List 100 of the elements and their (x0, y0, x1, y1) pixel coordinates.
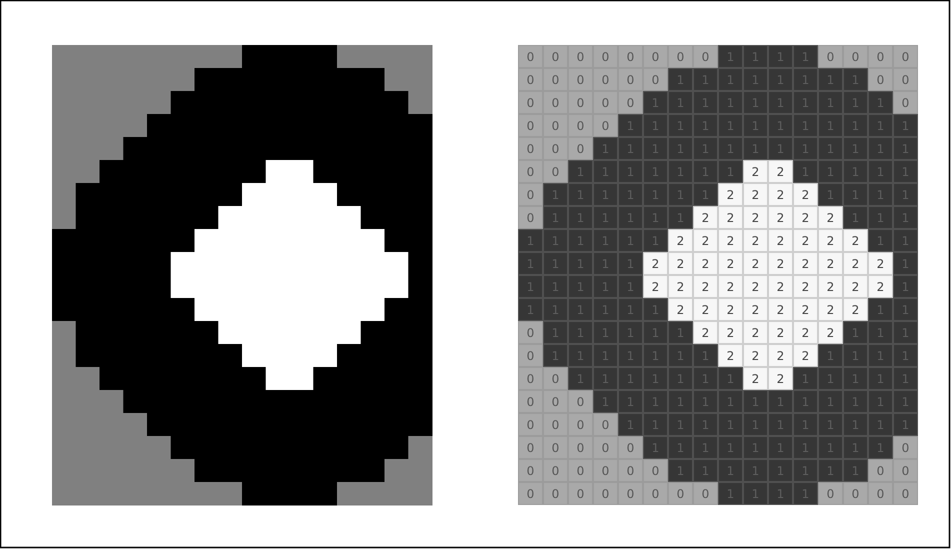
pixel-value: 2 (768, 183, 793, 206)
pixel-value: 2 (843, 275, 868, 298)
pixel-value: 2 (768, 252, 793, 275)
pixel-value: 2 (768, 160, 793, 183)
pixel-value: 2 (668, 252, 693, 275)
pixel-value: 2 (768, 367, 793, 390)
pixel-value: 2 (743, 344, 768, 367)
pixel-value: 2 (768, 298, 793, 321)
pixel-value: 0 (518, 344, 543, 367)
pixel-value: 0 (518, 482, 543, 505)
pixel-value: 0 (568, 436, 593, 459)
pixel-value: 0 (668, 482, 693, 505)
pixel-value: 0 (618, 91, 643, 114)
pixel-value: 0 (593, 413, 618, 436)
pixel-value: 0 (618, 482, 643, 505)
pixel-value: 2 (643, 252, 668, 275)
pixel-value: 0 (543, 114, 568, 137)
pixel-value: 0 (618, 436, 643, 459)
pixel-value: 0 (543, 160, 568, 183)
pixel-value: 0 (518, 183, 543, 206)
pixel-value: 0 (518, 367, 543, 390)
pixel-value: 0 (643, 482, 668, 505)
pixel-value: 0 (593, 459, 618, 482)
pixel-value: 0 (818, 482, 843, 505)
pixel-value: 2 (693, 252, 718, 275)
pixel-value: 2 (718, 344, 743, 367)
pixel-value: 0 (518, 68, 543, 91)
pixel-value: 2 (768, 321, 793, 344)
pixel-value: 0 (568, 45, 593, 68)
pixel-value: 0 (818, 45, 843, 68)
pixel-value: 0 (593, 91, 618, 114)
pixel-value: 2 (743, 160, 768, 183)
pixel-value: 2 (668, 229, 693, 252)
pixel-value: 0 (643, 68, 668, 91)
pixel-value: 0 (568, 68, 593, 91)
pixel-value: 2 (743, 275, 768, 298)
pixel-value: 0 (518, 459, 543, 482)
pixel-value: 2 (718, 321, 743, 344)
pixel-value: 0 (543, 367, 568, 390)
pixel-value: 0 (618, 68, 643, 91)
pixel-value: 2 (768, 344, 793, 367)
pixel-value: 2 (843, 229, 868, 252)
pixel-value: 0 (518, 321, 543, 344)
pixel-value: 2 (718, 298, 743, 321)
pixel-value: 2 (693, 206, 718, 229)
pixel-value: 0 (568, 413, 593, 436)
pixel-value: 2 (693, 275, 718, 298)
pixel-value: 0 (843, 45, 868, 68)
pixel-value: 2 (768, 206, 793, 229)
pixel-value: 0 (568, 482, 593, 505)
pixel-value: 2 (868, 275, 893, 298)
pixel-value: 0 (868, 45, 893, 68)
pixel-value: 2 (793, 206, 818, 229)
pixel-value: 2 (743, 183, 768, 206)
pixel-value: 0 (543, 459, 568, 482)
pixel-value: 2 (793, 275, 818, 298)
pixel-value: 2 (768, 275, 793, 298)
pixel-value: 0 (893, 459, 918, 482)
pixel-value: 2 (843, 252, 868, 275)
pixel-value: 0 (643, 45, 668, 68)
pixel-value: 2 (818, 298, 843, 321)
pixel-value: 0 (543, 413, 568, 436)
pixel-value: 2 (743, 206, 768, 229)
pixel-value: 2 (718, 229, 743, 252)
pixel-value: 0 (618, 459, 643, 482)
pixel-value: 2 (818, 275, 843, 298)
pixel-value: 0 (543, 68, 568, 91)
pixel-value: 0 (518, 137, 543, 160)
pixel-value: 0 (618, 45, 643, 68)
pixel-value: 0 (568, 459, 593, 482)
pixel-value: 0 (543, 390, 568, 413)
pixel-value: 2 (668, 298, 693, 321)
pixel-value: 0 (593, 68, 618, 91)
pixel-value: 0 (543, 91, 568, 114)
pixel-value: 2 (718, 206, 743, 229)
pixel-value: 0 (593, 45, 618, 68)
pixel-value: 0 (893, 482, 918, 505)
pixel-value: 2 (693, 229, 718, 252)
pixel-value: 2 (743, 252, 768, 275)
pixel-value: 0 (668, 45, 693, 68)
pixel-value: 2 (868, 252, 893, 275)
pixel-value: 0 (893, 436, 918, 459)
pixel-value: 2 (793, 344, 818, 367)
pixel-value: 2 (793, 252, 818, 275)
pixel-value: 2 (818, 206, 843, 229)
pixel-value: 2 (718, 252, 743, 275)
pixel-value: 0 (518, 91, 543, 114)
pixel-value: 2 (693, 298, 718, 321)
pixel-value: 0 (518, 206, 543, 229)
pixel-value: 2 (743, 229, 768, 252)
pixel-value: 2 (718, 275, 743, 298)
pixel-value: 0 (868, 482, 893, 505)
pixel-value: 2 (793, 229, 818, 252)
pixel-value: 0 (568, 390, 593, 413)
pixel-value: 2 (768, 229, 793, 252)
pixel-value: 2 (643, 275, 668, 298)
pixel-value: 0 (518, 436, 543, 459)
pixel-value: 0 (643, 459, 668, 482)
pixel-value: 0 (568, 114, 593, 137)
pixel-value: 2 (793, 321, 818, 344)
